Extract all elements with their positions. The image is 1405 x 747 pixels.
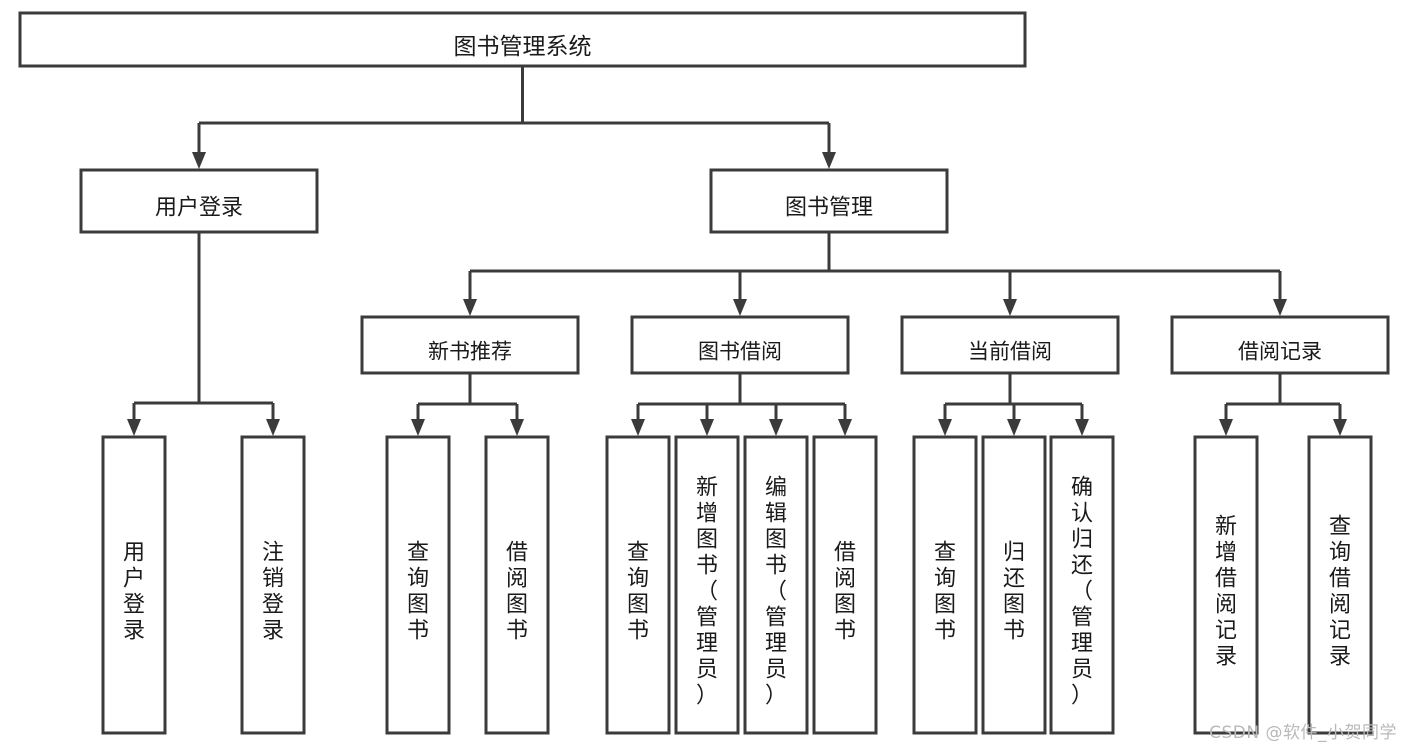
node-label-leaf-query-book-borrow: 查询图书 (627, 540, 649, 643)
node-leaf-return-book[interactable]: 归还图书 (981, 435, 1047, 735)
connector-group-user-login (127, 232, 280, 436)
arrow-head-icon (463, 299, 477, 316)
node-label-leaf-query-borrow-record: 查询借阅记录 (1329, 514, 1351, 669)
csdn-watermark: CSDN @软件_小贺同学 (1209, 723, 1397, 743)
node-leaf-edit-book-admin[interactable]: 编辑图书（管理员） (743, 435, 809, 735)
node-label-leaf-borrow-book: 借阅图书 (834, 540, 856, 643)
arrow-head-icon (1333, 419, 1347, 436)
node-box-borrow-record (1170, 315, 1390, 375)
arrow-head-icon (1273, 299, 1287, 316)
arrow-head-icon (700, 419, 714, 436)
node-leaf-confirm-return-admin[interactable]: 确认归还（管理员） (1049, 435, 1115, 735)
node-box-leaf-query-borrow-record (1307, 435, 1373, 735)
node-label-leaf-return-book: 归还图书 (1003, 540, 1025, 643)
node-leaf-query-book-current[interactable]: 查询图书 (912, 435, 978, 735)
node-box-book-management (709, 168, 949, 234)
node-label-leaf-logout-login: 注销登录 (262, 540, 284, 643)
arrow-head-icon (631, 419, 645, 436)
arrow-head-icon (510, 419, 524, 436)
connector-group-new-book-recommend (411, 373, 524, 436)
node-label-borrow-record: 借阅记录 (1238, 339, 1322, 363)
node-label-root: 图书管理系统 (454, 34, 592, 60)
node-label-leaf-edit-book-admin: 编辑图书（管理员） (765, 475, 787, 708)
arrow-head-icon (733, 299, 747, 316)
arrow-head-icon (838, 419, 852, 436)
connector-group-borrow-record (1219, 373, 1347, 436)
node-box-leaf-query-book-recommend (385, 435, 451, 735)
arrow-head-icon (769, 419, 783, 436)
node-leaf-add-borrow-record[interactable]: 新增借阅记录 (1193, 435, 1259, 735)
node-root[interactable]: 图书管理系统 (18, 11, 1027, 68)
node-label-book-management: 图书管理 (785, 196, 873, 221)
node-leaf-add-book-admin[interactable]: 新增图书（管理员） (674, 435, 740, 735)
node-box-leaf-borrow-book (812, 435, 878, 735)
node-box-book-borrow (630, 315, 850, 375)
node-box-leaf-user-login (101, 435, 167, 735)
node-book-management[interactable]: 图书管理 (709, 168, 949, 234)
node-box-leaf-logout-login (240, 435, 306, 735)
arrow-head-icon (411, 419, 425, 436)
node-label-leaf-query-book-recommend: 查询图书 (407, 540, 429, 643)
node-new-book-recommend[interactable]: 新书推荐 (360, 315, 580, 375)
node-box-current-borrow (900, 315, 1120, 375)
connector-group-book-borrow (631, 373, 852, 436)
arrow-head-icon (1075, 419, 1089, 436)
arrow-head-icon (192, 152, 206, 169)
node-user-login[interactable]: 用户登录 (79, 168, 319, 234)
node-box-leaf-query-book-borrow (605, 435, 671, 735)
node-label-user-login: 用户登录 (155, 196, 243, 221)
node-leaf-logout-login[interactable]: 注销登录 (240, 435, 306, 735)
node-box-leaf-add-borrow-record (1193, 435, 1259, 735)
node-layer: 图书管理系统用户登录图书管理新书推荐图书借阅当前借阅借阅记录用户登录注销登录查询… (18, 11, 1390, 735)
node-label-leaf-add-borrow-record: 新增借阅记录 (1215, 514, 1237, 669)
node-box-leaf-edit-book-admin (743, 435, 809, 735)
connector-group-root (192, 66, 836, 169)
node-leaf-query-book-recommend[interactable]: 查询图书 (385, 435, 451, 735)
arrow-head-icon (938, 419, 952, 436)
arrow-head-icon (1007, 419, 1021, 436)
node-box-leaf-borrow-book-recommend (484, 435, 550, 735)
node-label-current-borrow: 当前借阅 (968, 339, 1052, 363)
node-borrow-record[interactable]: 借阅记录 (1170, 315, 1390, 375)
node-leaf-query-borrow-record[interactable]: 查询借阅记录 (1307, 435, 1373, 735)
node-box-leaf-query-book-current (912, 435, 978, 735)
node-box-leaf-confirm-return-admin (1049, 435, 1115, 735)
node-label-new-book-recommend: 新书推荐 (428, 339, 512, 363)
arrow-head-icon (822, 152, 836, 169)
node-current-borrow[interactable]: 当前借阅 (900, 315, 1120, 375)
node-box-root (18, 11, 1027, 68)
node-label-leaf-query-book-current: 查询图书 (934, 540, 956, 643)
connector-group-book-management (463, 232, 1287, 316)
arrow-head-icon (1003, 299, 1017, 316)
node-label-leaf-confirm-return-admin: 确认归还（管理员） (1071, 475, 1093, 708)
connector-group-current-borrow (938, 373, 1089, 436)
node-label-leaf-add-book-admin: 新增图书（管理员） (696, 475, 718, 708)
node-box-new-book-recommend (360, 315, 580, 375)
node-leaf-borrow-book[interactable]: 借阅图书 (812, 435, 878, 735)
node-leaf-query-book-borrow[interactable]: 查询图书 (605, 435, 671, 735)
node-leaf-user-login[interactable]: 用户登录 (101, 435, 167, 735)
node-label-book-borrow: 图书借阅 (698, 339, 782, 363)
node-box-leaf-add-book-admin (674, 435, 740, 735)
connector-layer (127, 66, 1347, 436)
arrow-head-icon (266, 419, 280, 436)
arrow-head-icon (127, 419, 141, 436)
arrow-head-icon (1219, 419, 1233, 436)
node-box-user-login (79, 168, 319, 234)
node-leaf-borrow-book-recommend[interactable]: 借阅图书 (484, 435, 550, 735)
node-box-leaf-return-book (981, 435, 1047, 735)
node-book-borrow[interactable]: 图书借阅 (630, 315, 850, 375)
node-label-leaf-borrow-book-recommend: 借阅图书 (506, 540, 528, 643)
node-label-leaf-user-login: 用户登录 (123, 540, 145, 643)
